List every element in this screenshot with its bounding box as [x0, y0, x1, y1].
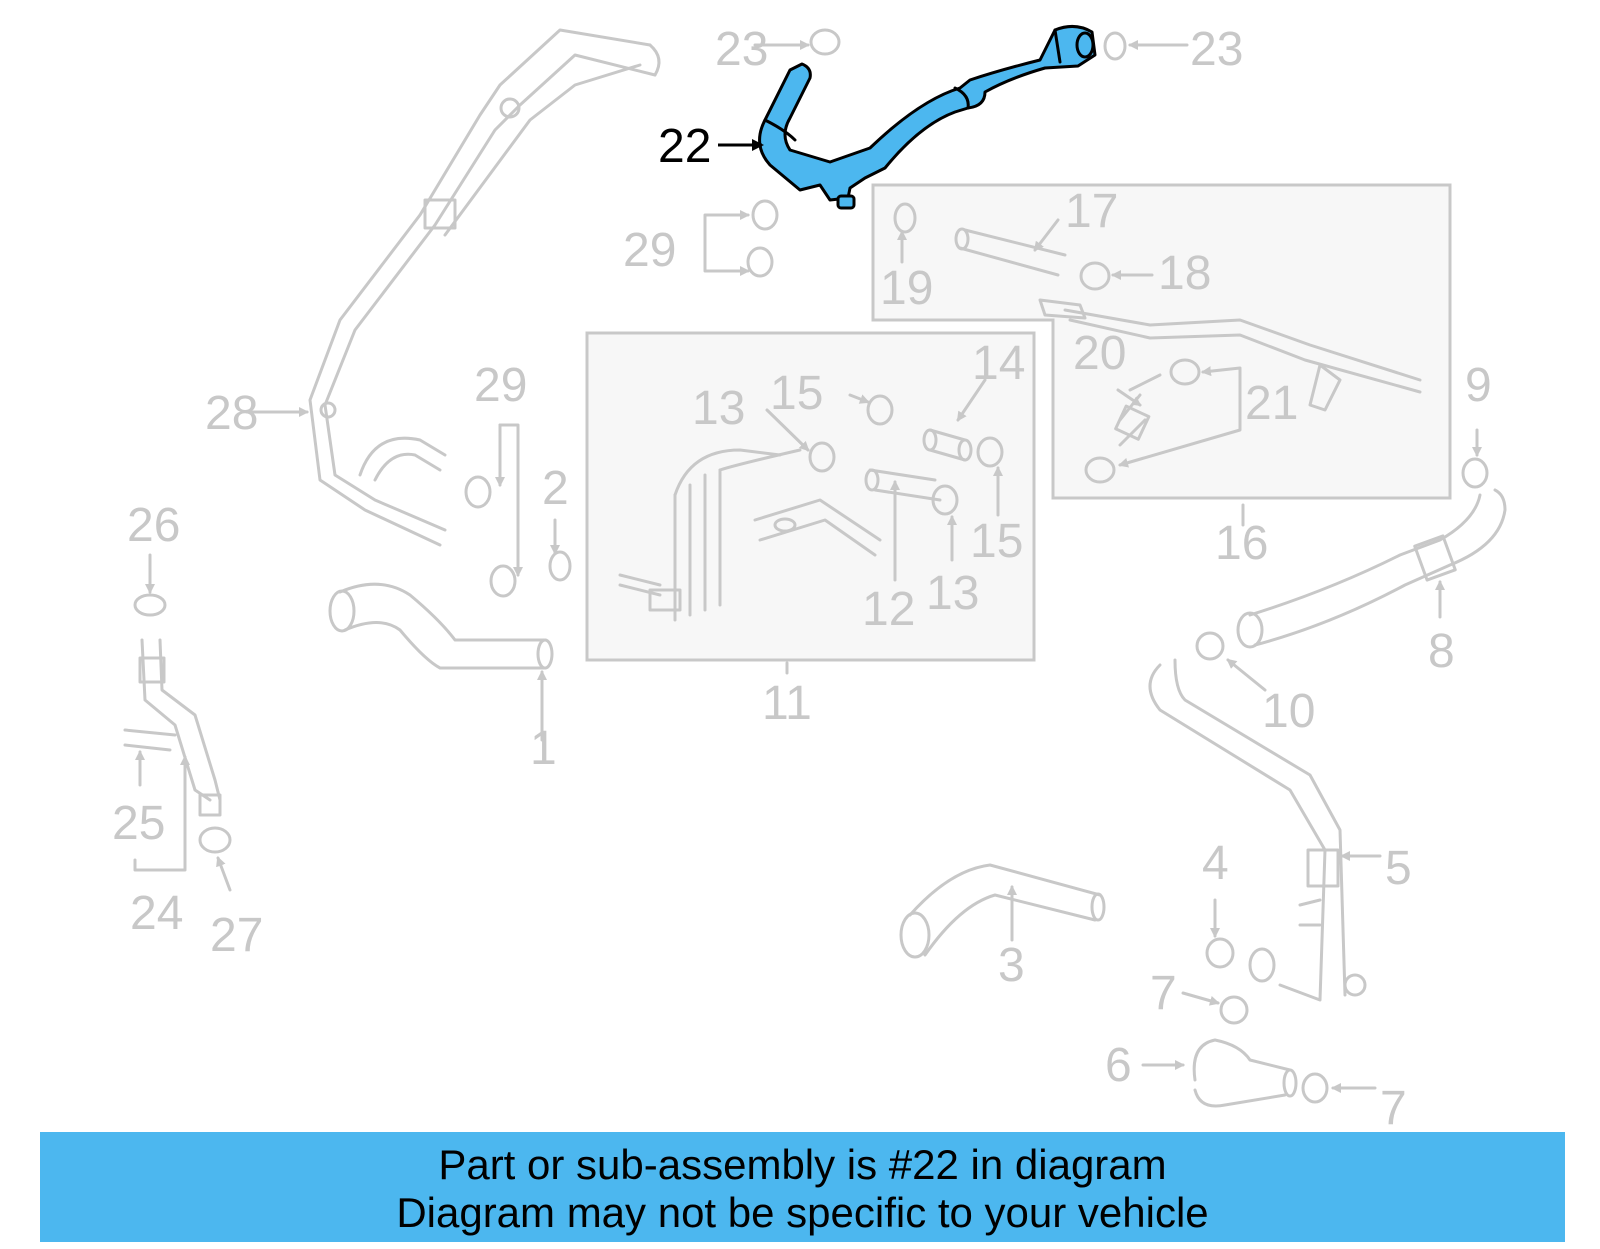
callout-27: 27 — [210, 909, 264, 962]
callout-21: 21 — [1245, 377, 1299, 430]
callout-18: 18 — [1158, 247, 1212, 300]
callout-28: 28 — [205, 387, 259, 440]
callout-26: 26 — [127, 499, 181, 552]
callout-3: 3 — [998, 939, 1025, 992]
callout-29a: 29 — [623, 224, 677, 277]
callout-2: 2 — [542, 462, 569, 515]
callout-17: 17 — [1065, 185, 1119, 238]
hose-22-highlighted — [758, 25, 1097, 210]
callout-20: 20 — [1073, 327, 1127, 380]
callout-7a: 7 — [1150, 967, 1177, 1020]
callout-19: 19 — [880, 262, 934, 315]
callout-5: 5 — [1385, 842, 1412, 895]
pipe-assembly-28 — [308, 28, 661, 547]
pipe-assembly-11-parts — [618, 428, 973, 622]
callout-1: 1 — [530, 722, 557, 775]
callout-11: 11 — [762, 677, 812, 730]
callout-9: 9 — [1465, 359, 1492, 412]
callout-29b: 29 — [474, 359, 528, 412]
callout-8: 8 — [1428, 625, 1455, 678]
pipe-5 — [1148, 658, 1367, 1002]
info-banner: Part or sub-assembly is #22 in diagram D… — [40, 1132, 1565, 1242]
leader-lines — [133, 40, 1482, 1093]
callout-16: 16 — [1215, 517, 1269, 570]
callout-22: 22 — [658, 120, 712, 173]
callout-15b: 15 — [970, 515, 1024, 568]
hose-3 — [899, 863, 1106, 959]
callout-23b: 23 — [1190, 23, 1244, 76]
hose-24 — [138, 638, 222, 817]
hose-8 — [1236, 488, 1507, 649]
banner-line-part: Part or sub-assembly is #22 in diagram — [438, 1141, 1167, 1188]
callout-6: 6 — [1105, 1039, 1132, 1092]
callout-13b: 13 — [926, 567, 980, 620]
hose-6 — [1192, 1038, 1298, 1108]
callout-13a: 13 — [692, 382, 746, 435]
callout-25: 25 — [112, 797, 166, 850]
callout-7b: 7 — [1380, 1082, 1407, 1135]
callout-23a: 23 — [715, 23, 769, 76]
banner-line-disclaimer: Diagram may not be specific to your vehi… — [396, 1189, 1209, 1236]
callout-12: 12 — [862, 583, 916, 636]
callout-10: 10 — [1262, 685, 1316, 738]
pipe-assembly-16-parts — [954, 227, 1422, 447]
hose-1 — [328, 582, 554, 670]
callout-14: 14 — [972, 337, 1026, 390]
callout-4: 4 — [1202, 837, 1229, 890]
callout-24: 24 — [130, 887, 184, 940]
box-assembly-11 — [585, 331, 1036, 662]
callout-15a: 15 — [770, 367, 824, 420]
